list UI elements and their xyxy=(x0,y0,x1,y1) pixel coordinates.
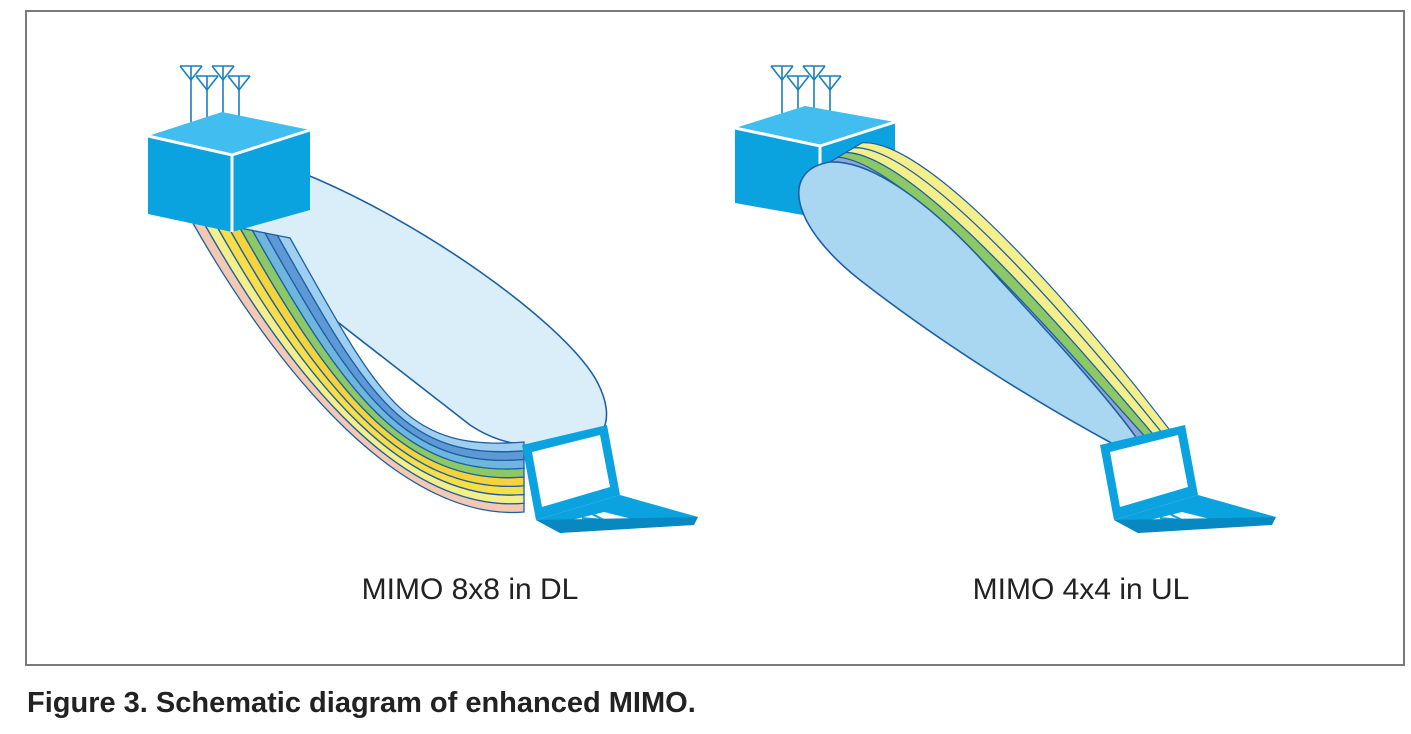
figure-caption: Figure 3. Schematic diagram of enhanced … xyxy=(27,687,696,719)
panel-dl xyxy=(147,65,698,533)
panel-ul xyxy=(734,65,1276,533)
dl-stream-band xyxy=(276,234,525,453)
ul-panel-label: MIMO 4x4 in UL xyxy=(972,573,1190,606)
antenna-icon xyxy=(179,65,203,128)
dl-antenna-array-icon xyxy=(179,65,251,128)
dl-panel-label: MIMO 8x8 in DL xyxy=(361,573,579,606)
antenna-icon xyxy=(786,75,810,120)
ul-laptop-icon xyxy=(1100,425,1276,533)
antenna-icon xyxy=(770,65,794,120)
dl-laptop-icon xyxy=(522,425,698,533)
ul-antenna-array-icon xyxy=(770,65,842,120)
dl-base-station-icon xyxy=(147,112,311,232)
antenna-icon xyxy=(227,75,251,128)
